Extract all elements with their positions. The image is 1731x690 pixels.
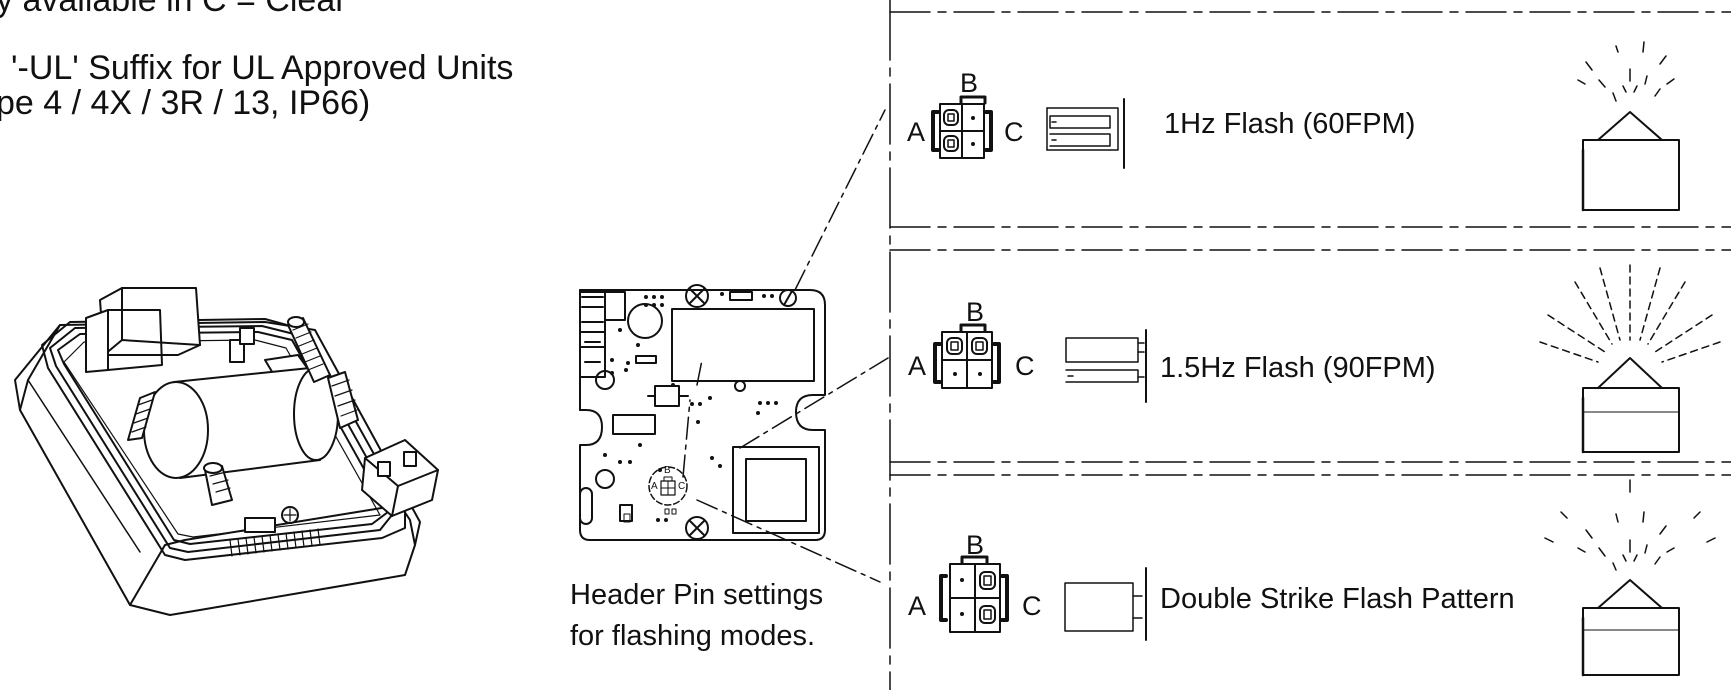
jumper-1 — [1046, 98, 1125, 169]
pcb-board — [579, 284, 826, 541]
flash-icon-2 — [1539, 264, 1721, 454]
pcb-pin-b-label: B — [664, 465, 671, 476]
pin-a-label-3: A — [908, 591, 927, 621]
mode-frame — [889, 0, 1731, 690]
header-3 — [939, 555, 1009, 633]
mode-label-1-5hz: 1.5Hz Flash (90FPM) — [1160, 352, 1436, 384]
pin-c-label-2: C — [1015, 351, 1035, 381]
pin-c-label-3: C — [1022, 591, 1042, 621]
header-1 — [931, 95, 993, 159]
enclosure-rating-text: pe 4 / 4X / 3R / 13, IP66) — [0, 84, 371, 122]
jumper-2 — [1065, 329, 1147, 403]
pin-a-label-2: A — [908, 351, 927, 381]
flash-icon-1 — [1577, 41, 1680, 212]
caption-line-2: for flashing modes. — [570, 620, 816, 652]
pcb-pin-a-label: A — [651, 481, 658, 492]
leader-lines — [682, 109, 889, 583]
flash-icon-3 — [1544, 479, 1716, 677]
pin-c-label-1: C — [1004, 117, 1024, 147]
pin-a-label-1: A — [907, 117, 926, 147]
mode-label-1hz: 1Hz Flash (60FPM) — [1164, 108, 1416, 140]
pcb-pin-c-label: C — [678, 481, 686, 492]
ul-suffix-text: l '-UL' Suffix for UL Approved Units — [0, 49, 514, 87]
jumper-3 — [1064, 567, 1147, 641]
availability-text: y available in C = Clear — [0, 0, 347, 19]
header-2 — [933, 323, 1001, 389]
pin-b-label-2: B — [966, 297, 985, 327]
mode-label-double-strike: Double Strike Flash Pattern — [1160, 583, 1515, 615]
pin-b-label-1: B — [960, 68, 979, 98]
strobe-unit-illustration — [14, 287, 439, 616]
caption-line-1: Header Pin settings — [570, 579, 824, 611]
pin-b-label-3: B — [966, 530, 985, 560]
